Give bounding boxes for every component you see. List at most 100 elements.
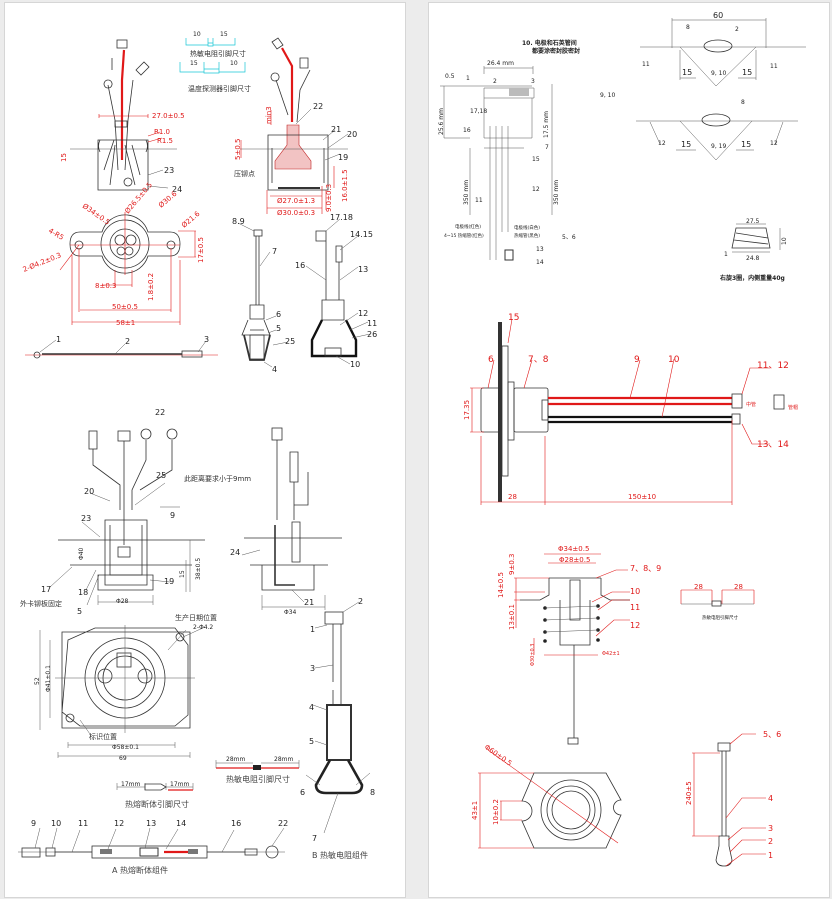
dim-label: Ø34±0.5 [81, 202, 111, 227]
part-number: 16 [463, 127, 471, 134]
part-number: 21 [304, 598, 314, 607]
dim-label: 16.0±1.5 [341, 169, 349, 202]
part-number: 16 [231, 819, 241, 828]
part-number: 22 [155, 408, 165, 417]
part-number: 2 [125, 337, 130, 346]
note-fixing: 外卡铆板固定 [20, 599, 62, 608]
wire-connection-drawing: 60 8 2 11 15 9, 10 15 11 8 12 15 9, 19 1… [636, 11, 806, 161]
caption: 热熔断体引脚尺寸 [125, 799, 189, 809]
part-number: 9 [31, 819, 36, 828]
dim-label: Φ34±0.5 [558, 545, 589, 553]
thermistor-pin-dimension-right: 28 28 热敏电阻引脚尺寸 [680, 583, 755, 621]
part-number: 7 [312, 834, 317, 843]
part-number: 22 [278, 819, 288, 828]
dim-label: Ø30.0±0.3 [277, 209, 315, 217]
dim-label: R1.5 [157, 137, 173, 145]
dim-label: 28mm [226, 756, 245, 763]
fuse-pin-dimension: 17mm 17mm 热熔断体引脚尺寸 [116, 781, 194, 809]
thermistor-component-small: 8.9 7 6 5 25 4 [232, 217, 295, 374]
part-number: 1 [466, 75, 470, 82]
dim-label: 10 [193, 31, 201, 38]
thermistor-probe-drawing: 5、6 240±5 4 3 2 1 [685, 730, 781, 867]
part-number: 2 [735, 26, 739, 33]
part-number: 1 [310, 625, 315, 634]
dim-label: 150±10 [628, 493, 656, 501]
dim-label: 15 [179, 570, 186, 578]
dim-label: 14±0.5 [497, 572, 505, 598]
part-number: 7 [272, 247, 277, 256]
mounting-plate-top-view: 4-R5 2-Ø4.2±0.3 17±0.5 8±0.3 1.8±0.2 50±… [22, 181, 205, 327]
dim-label: 25.6 mm [438, 108, 445, 135]
dim-label: Φ28±0.5 [559, 556, 590, 564]
dim-label: Φ58±0.1 [112, 744, 139, 751]
note: 4~15 热缩管(红色) [444, 232, 484, 239]
part-number: 21 [331, 125, 341, 134]
dim-label: 5±0.5 [234, 139, 242, 160]
dim-label: 2-Ø4.2±0.3 [22, 251, 63, 274]
dim-label: 52 [34, 677, 41, 685]
part-number: 10 [630, 587, 640, 596]
dim-label: 15 [190, 60, 198, 67]
dim-label: 9±0.3 [508, 554, 516, 575]
dim-label: 15 [741, 140, 751, 149]
part-number: 7、8 [528, 355, 549, 365]
dim-label: 24.8 [746, 255, 760, 262]
part-number: 19 [164, 577, 174, 586]
dim-label: 69 [119, 755, 127, 762]
part-number: 15 [532, 156, 540, 163]
note-sealant: 10. 电极和石英管间 [522, 39, 577, 47]
part-number: 7 [545, 144, 549, 151]
part-number: 16 [295, 261, 305, 270]
fuse-component-a: 9 10 11 12 13 14 16 22 A 热熔断体组件 [18, 819, 288, 875]
dim-label: Φ42±1 [602, 651, 620, 657]
dim-label: Ø21.6 [180, 209, 202, 229]
dim-label: 15 [681, 140, 691, 149]
part-number: 3 [768, 824, 773, 833]
note: 电极线(白色) [514, 224, 540, 231]
dim-label: 15 [220, 31, 228, 38]
part-number: 7、8、9 [630, 564, 661, 573]
part-number: 23 [81, 514, 91, 523]
heater-assembly-b-side: 24 21 Φ34 [230, 427, 342, 616]
part-number: 6 [488, 355, 494, 365]
electrode-assembly-section: 10. 电极和石英管间 都要涂密封胶密封 26.4 mm 0.5 1 2 3 2… [438, 39, 615, 266]
caption: 温度探测器引脚尺寸 [188, 84, 251, 93]
note-spring: 右旋3圈，内侧重量40g [719, 274, 785, 282]
dim-label: 43±1 [471, 801, 479, 820]
thermistor-b-pin-dimension: 28mm 28mm 热敏电阻引脚尺寸 [215, 756, 300, 784]
dim-label: 17mm [121, 781, 140, 788]
part-number: 20 [84, 487, 94, 496]
part-number: 17.18 [330, 213, 353, 222]
caption: B 热敏电阻组件 [312, 850, 368, 860]
dim-label: 1 [724, 251, 728, 258]
part-number: 13、14 [757, 440, 789, 450]
note-sealant: 都要涂密封胶密封 [531, 47, 580, 55]
dim-label: 10 [781, 237, 788, 245]
part-number: 13 [358, 265, 368, 274]
dim-label: 15 [682, 68, 692, 77]
note: 热缩管(黑色) [514, 232, 540, 239]
dim-label: Φ30±0.3 [530, 644, 536, 666]
part-number: 11、12 [757, 361, 789, 371]
part-number: 25 [285, 337, 295, 346]
dim-label: 27.5 [746, 218, 760, 225]
flange-plate-top-view: Φ60±0.5 10±0.2 43±1 [471, 743, 622, 849]
part-number: 17 [41, 585, 51, 594]
part-number: 12 [630, 621, 640, 630]
part-number: 4 [768, 794, 773, 803]
part-number: 13 [146, 819, 156, 828]
part-number: 15 [508, 313, 519, 323]
dim-label: 350 mm [463, 180, 470, 205]
part-number: 13 [536, 246, 544, 253]
dim-label: 4-R5 [47, 227, 65, 242]
part-number: 14.15 [350, 230, 373, 239]
part-number: 4 [272, 365, 277, 374]
part-number: 5、6 [763, 730, 781, 739]
note: 电极线(红色) [455, 223, 481, 230]
dim-label: 28 [508, 493, 517, 501]
dim-label: 0.5 [445, 73, 455, 80]
label-mark-position: 标识位置 [89, 732, 117, 741]
part-number: 12 [114, 819, 124, 828]
part-number: 1 [56, 335, 61, 344]
